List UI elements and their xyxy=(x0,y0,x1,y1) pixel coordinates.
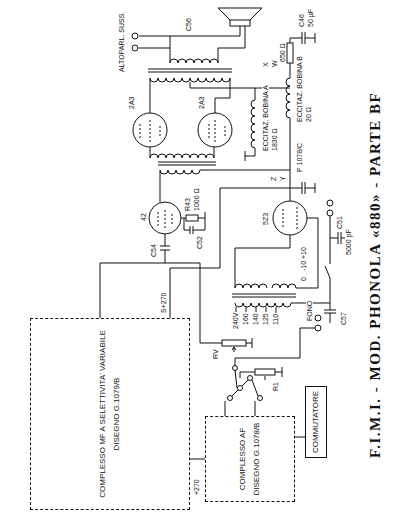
wire-stroke xyxy=(222,340,246,346)
wire-stroke xyxy=(291,216,348,323)
tap-label: -10 xyxy=(300,260,307,272)
tap-voltage: 240V xyxy=(232,312,239,330)
wire-stroke xyxy=(287,43,293,63)
coil-label: ECCITAZ. BOBINA A xyxy=(262,84,269,152)
wire-stroke xyxy=(170,188,290,318)
resistance-value: 20 Ω xyxy=(305,106,312,123)
connecting-wire xyxy=(190,459,205,460)
wire-stroke xyxy=(132,45,138,51)
coil-winding xyxy=(235,303,291,307)
tube-type: 42 xyxy=(140,212,147,222)
coil-winding xyxy=(272,284,296,288)
callout-number: R1 xyxy=(272,381,279,392)
terminal-label: ALTOPARL. SUSS. xyxy=(118,11,125,73)
coil-winding xyxy=(150,78,230,82)
tube-type: 2A3 xyxy=(128,96,135,110)
capacitance-value: 5000 pF xyxy=(345,228,352,256)
wire-stroke xyxy=(150,78,290,158)
wire-stroke xyxy=(258,396,263,401)
supply-label: +270 xyxy=(193,478,200,496)
tube-type: 2A3 xyxy=(198,96,205,110)
wire-stroke xyxy=(158,162,216,165)
connecting-wire xyxy=(295,437,305,438)
callout-number: C56 xyxy=(185,17,192,32)
wire-stroke xyxy=(218,8,262,20)
wire-stroke xyxy=(245,88,255,161)
wire-stroke xyxy=(273,201,307,235)
part-number: P 1078/C xyxy=(296,142,303,173)
wire-stroke xyxy=(160,32,315,202)
callout-number: RV xyxy=(212,348,219,360)
tap-voltage: 125 xyxy=(262,312,269,326)
switch-box: COMMUTATORE xyxy=(305,386,327,458)
drawing-ref: DISEGNO G.1079/B xyxy=(112,378,122,451)
tap-voltage: 110 xyxy=(272,313,279,326)
coil-winding xyxy=(235,284,267,288)
subassembly-box: COMPLESSO AF DISEGNO G.1078/B xyxy=(205,416,295,502)
tap-label: +10 xyxy=(300,246,307,260)
wire-stroke xyxy=(283,207,297,229)
subassembly-box: COMPLESSO MF A SELETTIVITA' VARIABILE DIS… xyxy=(30,318,190,510)
coil-label: ECCITAZ. BOBINA B xyxy=(296,55,303,123)
wire-stroke xyxy=(148,69,232,72)
box-heading: COMPLESSO AF xyxy=(238,428,248,491)
wire-stroke xyxy=(248,376,253,381)
callout-number: C57 xyxy=(340,311,347,326)
wire-letter: Z xyxy=(270,176,277,182)
callout-number: C51 xyxy=(336,215,343,230)
wire-stroke xyxy=(232,294,296,297)
wire-stroke xyxy=(327,200,333,206)
wire-stroke xyxy=(181,212,205,234)
resistance-value: 1000 Ω xyxy=(193,187,200,212)
capacitance-value: 50 μF xyxy=(307,8,314,28)
wire-stroke xyxy=(132,33,138,39)
wire-stroke xyxy=(158,208,172,228)
wire-stroke xyxy=(235,218,318,288)
sheet-title: F.I.M.I. - MOD. PHONOLA «880» - PARTE BF xyxy=(368,92,383,458)
coil-winding xyxy=(160,170,200,174)
resistance-value: 650 Ω xyxy=(279,42,286,63)
callout-number: C54 xyxy=(150,243,157,258)
wire-stroke xyxy=(315,315,321,321)
tap-label: 0 xyxy=(300,276,307,282)
callout-number: R43 xyxy=(184,197,191,212)
box-heading: COMPLESSO MF A SELETTIVITA' VARIABILE xyxy=(98,330,108,498)
wire-stroke xyxy=(230,20,250,26)
wire-stroke xyxy=(290,182,315,194)
wire-stroke xyxy=(255,369,275,375)
coil-winding xyxy=(170,59,218,63)
wire-letter: X xyxy=(262,61,269,68)
tap-voltage: 160 xyxy=(242,312,249,326)
tube-type: 5Z3 xyxy=(262,212,269,226)
wire-stroke xyxy=(233,366,238,371)
input-label: FONO xyxy=(306,300,313,322)
wire-stroke xyxy=(139,26,245,63)
supply-label: S+270 xyxy=(160,292,167,314)
drawing-ref: DISEGNO G.1078/B xyxy=(252,423,262,496)
resistance-value: 1830 Ω xyxy=(271,127,278,152)
wire-stroke xyxy=(186,215,198,221)
tap-voltage: 140 xyxy=(252,312,259,326)
wire-stroke xyxy=(327,210,333,216)
wire-stroke xyxy=(238,386,243,391)
callout-number: C46 xyxy=(298,13,305,28)
wire-letter: Y xyxy=(279,175,286,182)
wire-stroke xyxy=(228,396,233,401)
wire-stroke xyxy=(240,367,282,380)
coil-winding xyxy=(251,100,255,148)
box-heading: COMMUTATORE xyxy=(311,391,321,453)
coil-winding xyxy=(150,154,214,158)
wire-stroke xyxy=(315,325,321,331)
wire-letter: W xyxy=(271,59,278,68)
wire-stroke xyxy=(149,202,181,234)
wire-stroke xyxy=(100,234,170,318)
coil-winding xyxy=(286,78,290,118)
callout-number: C52 xyxy=(196,235,203,250)
wire-stroke xyxy=(140,118,225,142)
